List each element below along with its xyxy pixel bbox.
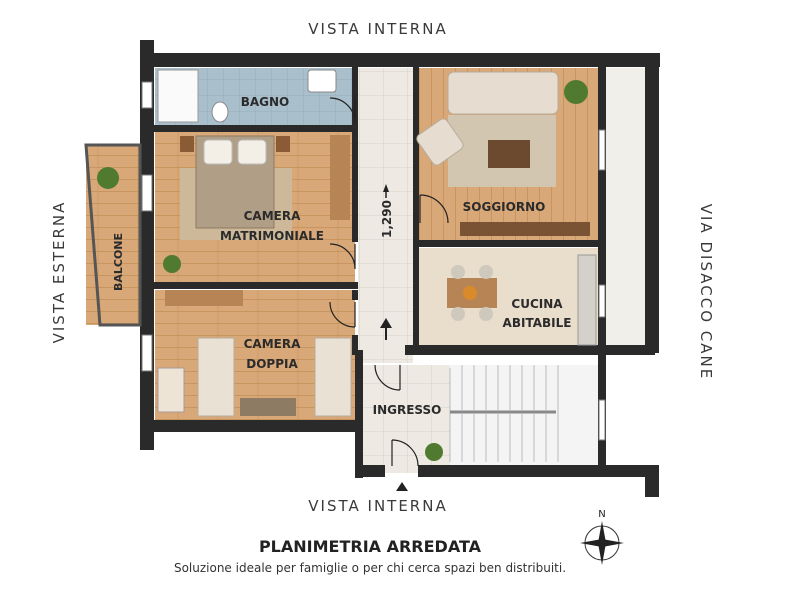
entrance-arrow-icon (396, 482, 408, 491)
corridor-annotations: 1,290 (380, 184, 394, 340)
nightstand (276, 136, 290, 152)
desk (157, 367, 185, 413)
kitchen-floor (418, 248, 598, 350)
room-label-bagno: BAGNO (241, 95, 290, 109)
room-label-cucina: CUCINA (511, 297, 563, 311)
armchair (416, 118, 464, 166)
edge-label-left: VISTA ESTERNA (50, 201, 68, 344)
master-bedroom-furniture (180, 135, 350, 240)
room-label-soggiorno: SOGGIORNO (463, 200, 546, 214)
chair (479, 265, 493, 279)
plants (97, 80, 588, 461)
pillow (237, 139, 267, 165)
double-bedroom-furniture (157, 290, 352, 417)
balcony-railing (84, 143, 142, 327)
walls (140, 40, 660, 497)
bathroom-fixtures (157, 69, 337, 123)
room-label-ingresso: INGRESSO (373, 403, 442, 417)
edge-label-bottom: VISTA INTERNA (308, 497, 447, 515)
corridor-floor (358, 68, 413, 363)
tv-cabinet (460, 222, 590, 236)
wardrobe (330, 135, 350, 220)
stairwell-floor (450, 365, 600, 465)
arrow-up-icon (380, 318, 392, 328)
kitchen-counter (577, 254, 597, 346)
room-label-cucina: ABITABILE (503, 316, 572, 330)
chair (479, 307, 493, 321)
stairs (449, 365, 559, 462)
plan-subtitle: Soluzione ideale per famiglie o per chi … (173, 561, 567, 575)
compass-rose: N (580, 509, 624, 565)
plant-icon (97, 167, 119, 189)
edge-label-right: VIA DISACCO CANE (697, 204, 715, 380)
nightstand (180, 136, 194, 152)
bench (240, 398, 296, 416)
sink-icon (307, 69, 337, 93)
room-label-balcone: BALCONE (112, 233, 125, 291)
shower-tray (157, 69, 199, 123)
toilet-icon (211, 101, 229, 123)
single-bed (314, 337, 352, 417)
living-room-furniture (416, 71, 590, 236)
room-label-camera-doppia: CAMERA (244, 337, 301, 351)
pillow (203, 139, 233, 165)
door-swings (329, 97, 449, 467)
arrow-up-icon (383, 184, 389, 192)
plant-icon (564, 80, 588, 104)
windows (141, 81, 606, 441)
kitchen-furniture (447, 254, 597, 346)
compass-north-label: N (598, 509, 605, 520)
coffee-table (488, 140, 530, 168)
shelf (165, 290, 243, 306)
room-labels: BAGNO CAMERA MATRIMONIALE CAMERA DOPPIA … (112, 95, 571, 417)
chair (451, 265, 465, 279)
plant-icon (425, 443, 443, 461)
edge-label-top: VISTA INTERNA (308, 20, 447, 38)
dimension-label: 1,290 (380, 200, 394, 238)
sofa (447, 71, 559, 115)
single-bed (197, 337, 235, 417)
room-label-camera-doppia: DOPPIA (246, 357, 298, 371)
room-label-camera-matrimoniale: CAMERA (244, 209, 301, 223)
fruit-bowl (463, 286, 477, 300)
room-label-camera-matrimoniale: MATRIMONIALE (220, 229, 324, 243)
plant-icon (163, 255, 181, 273)
plan-title: PLANIMETRIA ARREDATA (258, 537, 482, 556)
chair (451, 307, 465, 321)
